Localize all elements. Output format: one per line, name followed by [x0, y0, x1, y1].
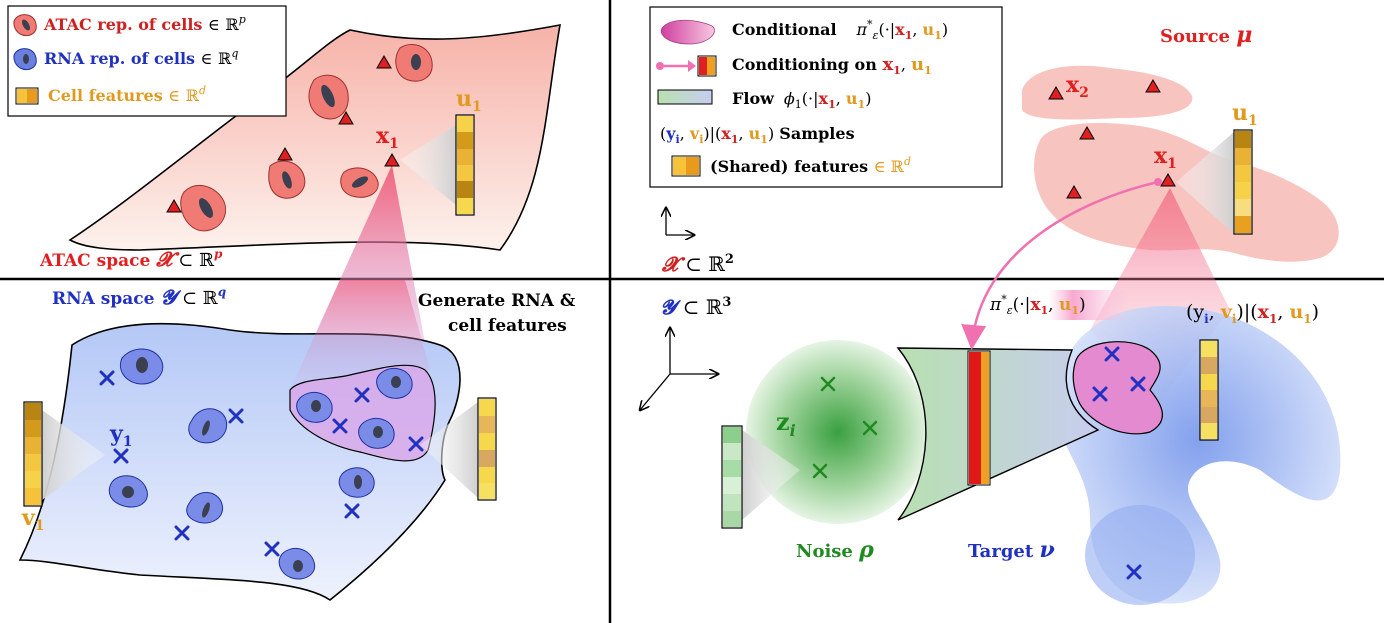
rna-space-label: RNA space 𝓨 ⊂ ℝq — [52, 285, 226, 309]
legend-atac-icon — [13, 14, 37, 37]
x-space-label: 𝓧 ⊂ ℝ2 — [661, 252, 734, 276]
legend-shared-icon — [671, 155, 701, 177]
source-point — [1048, 86, 1064, 100]
samples-label: (yi, vi)|(x1, u1) — [1186, 301, 1319, 326]
atac-point-x1 — [384, 153, 400, 167]
legend-atac: ATAC rep. of cells ∈ ℝp — [43, 13, 246, 34]
conditioning-arrow-origin — [1154, 178, 1162, 186]
target-cloud-lower — [1085, 505, 1195, 605]
u1-cone — [400, 125, 456, 205]
atac-cell — [395, 44, 433, 82]
target-feature-bar — [1199, 339, 1219, 441]
rna-cell — [296, 391, 333, 423]
rna-cell — [108, 475, 148, 508]
rna-cell — [376, 367, 413, 399]
source-point — [1079, 126, 1095, 140]
legend-conditional-icon — [660, 19, 715, 45]
legend-conditioning: Conditioning on x1, u1 — [732, 54, 932, 77]
generate-label-line1: Generate RNA & — [418, 291, 576, 311]
x1-label: x1 — [376, 123, 399, 152]
legend-rna-icon — [13, 48, 37, 71]
atac-point — [338, 111, 354, 125]
generated-feature-bar — [477, 397, 497, 501]
pi-label-glow — [1048, 290, 1130, 320]
z-label: zi — [776, 407, 796, 440]
legend-features: Cell features ∈ ℝd — [48, 84, 206, 105]
legend-samples: (yi, vi)|(x1, u1) Samples — [660, 124, 855, 146]
y1-label: y1 — [109, 421, 133, 450]
noise-feature-cone — [742, 430, 800, 520]
v1-feature-bar — [23, 401, 43, 507]
noise-feature-bar — [721, 425, 743, 529]
atac-cell — [180, 184, 226, 232]
target-label: Target ν — [968, 537, 1055, 563]
atac-point — [277, 147, 293, 161]
source-point — [1145, 79, 1161, 93]
atac-point — [376, 55, 392, 69]
noise-label: Noise ρ — [796, 537, 874, 563]
source-blob-upper — [1022, 65, 1193, 120]
conditioning-bar — [967, 350, 991, 486]
source-u1-feature-bar — [1233, 129, 1253, 235]
rna-sample-cross — [99, 370, 424, 557]
legend-rna: RNA rep. of cells ∈ ℝq — [44, 47, 238, 68]
source-u1-cone — [1176, 132, 1234, 234]
rna-cell — [188, 408, 228, 444]
legend-feature-icon — [15, 87, 39, 105]
legend-shared: (Shared) features ∈ ℝd — [710, 155, 911, 176]
noise-distribution — [746, 340, 930, 524]
u1-feature-bar — [455, 114, 475, 216]
atac-legend-box — [7, 5, 287, 117]
rna-cell — [338, 467, 375, 498]
y-space-label: 𝓨 ⊂ ℝ3 — [660, 295, 731, 319]
source-blob-lower — [1034, 122, 1339, 262]
v1-cone — [42, 410, 105, 500]
panel-rna: y1 v1 RNA space 𝓨 ⊂ ℝq Generate RNA & — [18, 280, 576, 601]
x1-source-label: x1 — [1154, 143, 1177, 172]
legend-flow-icon — [657, 89, 713, 105]
atac-cell — [340, 167, 379, 198]
generated-feature-cone — [420, 402, 478, 498]
u1-label: u1 — [456, 86, 482, 115]
rna-cell — [186, 492, 224, 524]
atac-cell — [308, 74, 349, 120]
source-point — [1066, 185, 1082, 199]
source-u1-label: u1 — [1232, 100, 1258, 129]
source-point-x1 — [1160, 173, 1176, 187]
flow-map — [896, 347, 1100, 521]
generate-label-line2: cell features — [448, 316, 567, 336]
rna-cell — [120, 348, 164, 385]
axes-3d — [640, 328, 718, 410]
atac-cell — [268, 160, 306, 199]
v1-label: v1 — [21, 505, 45, 534]
pi-label: π*ε(·|x1, u1) — [989, 293, 1086, 317]
noise-sample-cross — [812, 376, 878, 479]
conditioning-arrow — [961, 180, 1159, 350]
axes-2d — [666, 208, 694, 235]
atac-point — [166, 199, 182, 213]
panel-target: 𝓨 ⊂ ℝ3 zi — [640, 178, 1341, 605]
legend-conditioning-icon — [656, 55, 717, 77]
source-label: Source μ — [1160, 22, 1252, 48]
rna-cell — [278, 547, 316, 580]
conditional-blob — [1072, 341, 1163, 435]
atac-space-label: ATAC space 𝓧 ⊂ ℝp — [39, 247, 223, 271]
target-sample-cross — [1092, 346, 1146, 580]
rna-beam — [290, 280, 430, 390]
rna-cell — [358, 417, 395, 449]
x2-label: x2 — [1066, 72, 1089, 101]
